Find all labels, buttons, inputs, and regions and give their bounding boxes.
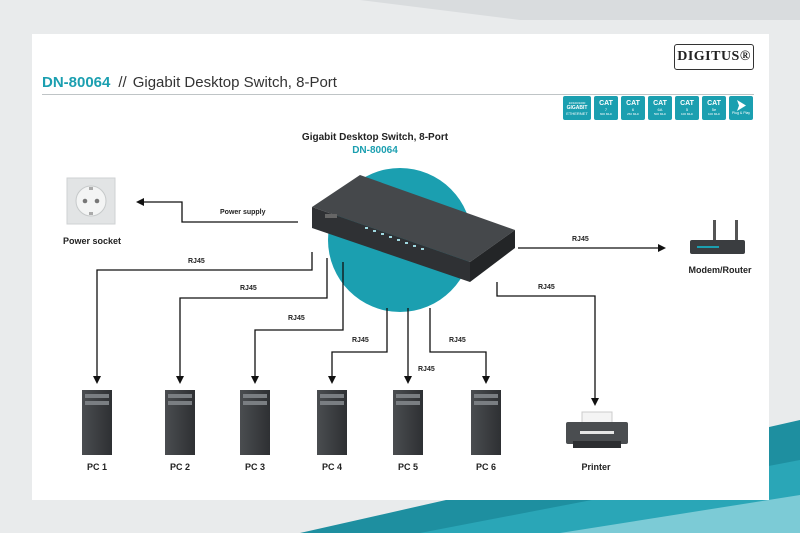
switch-leds bbox=[365, 227, 424, 250]
header-model: DN-80064 bbox=[42, 74, 111, 91]
pc-2-caption: PC 2 bbox=[169, 462, 190, 472]
pc-2-connector-label: RJ45 bbox=[240, 285, 257, 292]
header-separator: // bbox=[118, 74, 127, 91]
pc-5-caption: PC 5 bbox=[397, 462, 418, 472]
printer-connector-label: RJ45 bbox=[538, 284, 555, 291]
connector-pc-1 bbox=[93, 252, 313, 384]
power-socket-icon bbox=[66, 177, 116, 225]
header-title: Gigabit Desktop Switch, 8-Port bbox=[132, 74, 337, 91]
modem-router-icon bbox=[690, 220, 745, 254]
pc-6-caption: PC 6 bbox=[475, 462, 496, 472]
printer-caption: Printer bbox=[581, 462, 611, 472]
pc-6-icon bbox=[471, 390, 501, 455]
pc-4-caption: PC 4 bbox=[321, 462, 342, 472]
pc-3-caption: PC 3 bbox=[244, 462, 265, 472]
digitus-logo: DIGITUS® bbox=[674, 44, 754, 70]
power-connector-label: Power supply bbox=[220, 209, 266, 216]
page-header: DN-80064 // Gigabit Desktop Switch, 8-Port bbox=[42, 74, 337, 91]
connector-power bbox=[136, 198, 298, 223]
device-model: DN-80064 bbox=[352, 145, 398, 156]
pc-1-connector-label: RJ45 bbox=[188, 258, 205, 265]
connector-pc-3 bbox=[251, 262, 344, 384]
modem-connector-label: RJ45 bbox=[572, 236, 589, 243]
connector-printer bbox=[496, 282, 599, 406]
pc-4-connector-label: RJ45 bbox=[352, 337, 369, 344]
pc-1-caption: PC 1 bbox=[86, 462, 107, 472]
printer-icon bbox=[566, 411, 628, 448]
pc-1-icon bbox=[82, 390, 112, 455]
device-title: Gigabit Desktop Switch, 8-Port bbox=[301, 132, 449, 143]
header-rule bbox=[42, 94, 754, 95]
switch-device bbox=[312, 175, 515, 282]
connector-pc-4 bbox=[328, 308, 388, 384]
pc-3-connector-label: RJ45 bbox=[288, 315, 305, 322]
gigabit-ethernet-badge: 10/100/1000 GIGABIT ETHERNET bbox=[563, 96, 591, 120]
pc-5-connector-label: RJ45 bbox=[418, 366, 435, 373]
plug-and-play-badge: Plug & Play bbox=[729, 96, 753, 120]
pc-3-icon bbox=[240, 390, 270, 455]
pc-4-icon bbox=[317, 390, 347, 455]
modem-router-caption: Modem/Router bbox=[688, 265, 752, 275]
play-arrow-icon bbox=[737, 100, 746, 112]
connector-pc-2 bbox=[176, 258, 328, 384]
pc-2-icon bbox=[165, 390, 195, 455]
pc-6-connector-label: RJ45 bbox=[449, 337, 466, 344]
connector-pc-6 bbox=[429, 308, 490, 384]
power-socket-caption: Power socket bbox=[62, 236, 122, 246]
pc-5-icon bbox=[393, 390, 423, 455]
